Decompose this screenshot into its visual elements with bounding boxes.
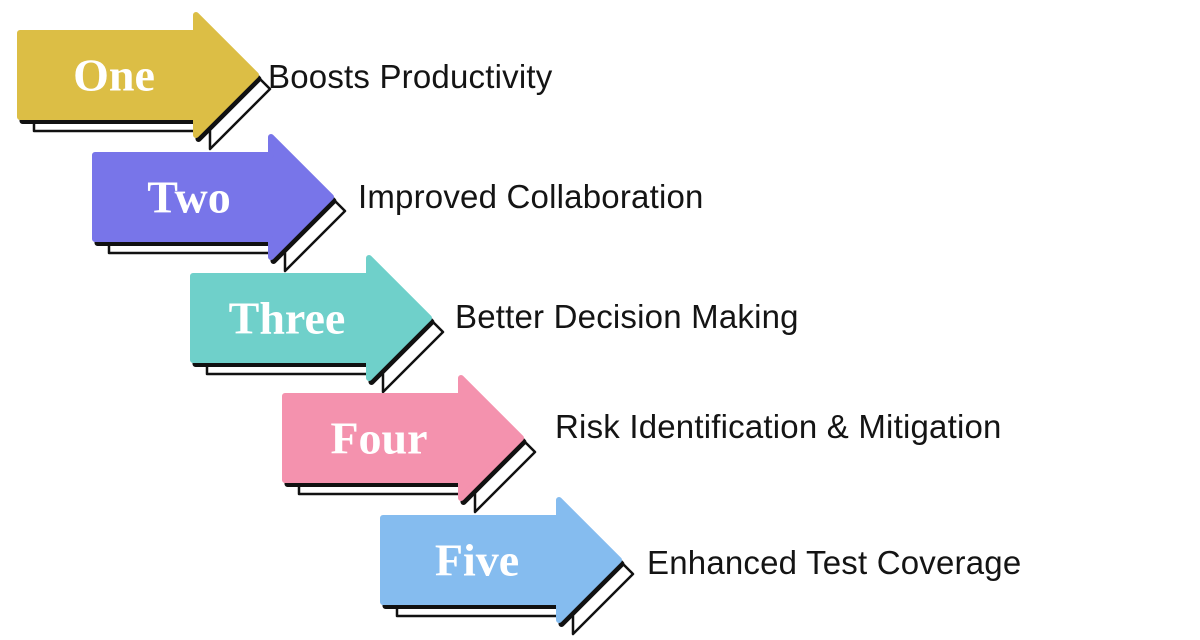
arrow-body xyxy=(380,497,622,623)
step-row-two: Two Improved Collaboration xyxy=(87,129,703,279)
arrow-shape-icon: Two xyxy=(92,134,347,273)
arrow-body xyxy=(190,255,432,381)
step-row-three: Three Better Decision Making xyxy=(185,250,799,400)
step-row-five: Five Enhanced Test Coverage xyxy=(375,492,1021,640)
step-label: Better Decision Making xyxy=(455,298,799,335)
step-label: Risk Identification & Mitigation xyxy=(555,408,1002,445)
arrow-shape-icon: Five xyxy=(380,497,635,636)
arrow-body xyxy=(92,134,334,260)
step-row-one: One Boosts Productivity xyxy=(12,7,552,157)
step-number: One xyxy=(73,50,155,101)
step-label: Boosts Productivity xyxy=(268,58,553,95)
step-label: Enhanced Test Coverage xyxy=(647,544,1022,581)
arrow-body xyxy=(17,12,259,138)
arrow-shape-icon: Four xyxy=(282,375,537,514)
step-number: Four xyxy=(330,413,427,464)
step-number: Two xyxy=(147,172,231,223)
step-number: Five xyxy=(435,535,519,586)
step-label: Improved Collaboration xyxy=(358,178,704,215)
arrow-body xyxy=(282,375,524,501)
step-number: Three xyxy=(229,293,346,344)
arrow-shape-icon: One xyxy=(17,12,272,151)
arrow-shape-icon: Three xyxy=(190,255,445,394)
step-row-four: Four Risk Identification & Mitigation xyxy=(277,370,1001,520)
